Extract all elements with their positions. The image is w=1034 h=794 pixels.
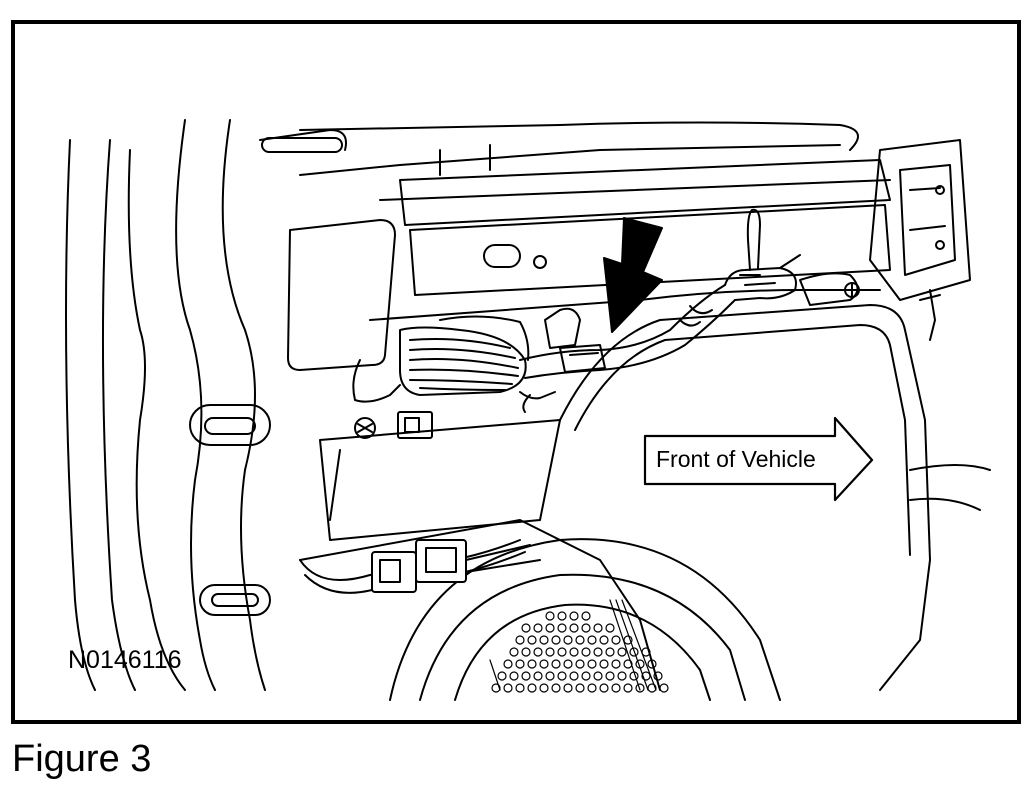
callout-arrow <box>603 217 663 333</box>
mounting-bolt <box>354 411 433 439</box>
front-of-vehicle-label: Front of Vehicle <box>656 446 816 472</box>
pillar-outline <box>65 119 266 691</box>
speaker-housing <box>299 304 991 691</box>
upper-panel <box>259 121 891 321</box>
right-bracket <box>869 139 971 341</box>
figure-caption: Figure 3 <box>12 738 152 780</box>
speaker-grille <box>389 538 781 701</box>
trim-cover <box>287 219 396 371</box>
front-of-vehicle-arrow <box>643 416 874 502</box>
wiring-harness <box>352 208 801 413</box>
pillar-slots <box>189 404 271 616</box>
illustration-border <box>11 20 1021 724</box>
right-clip <box>799 272 860 306</box>
lower-connector <box>299 539 541 594</box>
figure-code: N0146116 <box>68 646 182 674</box>
